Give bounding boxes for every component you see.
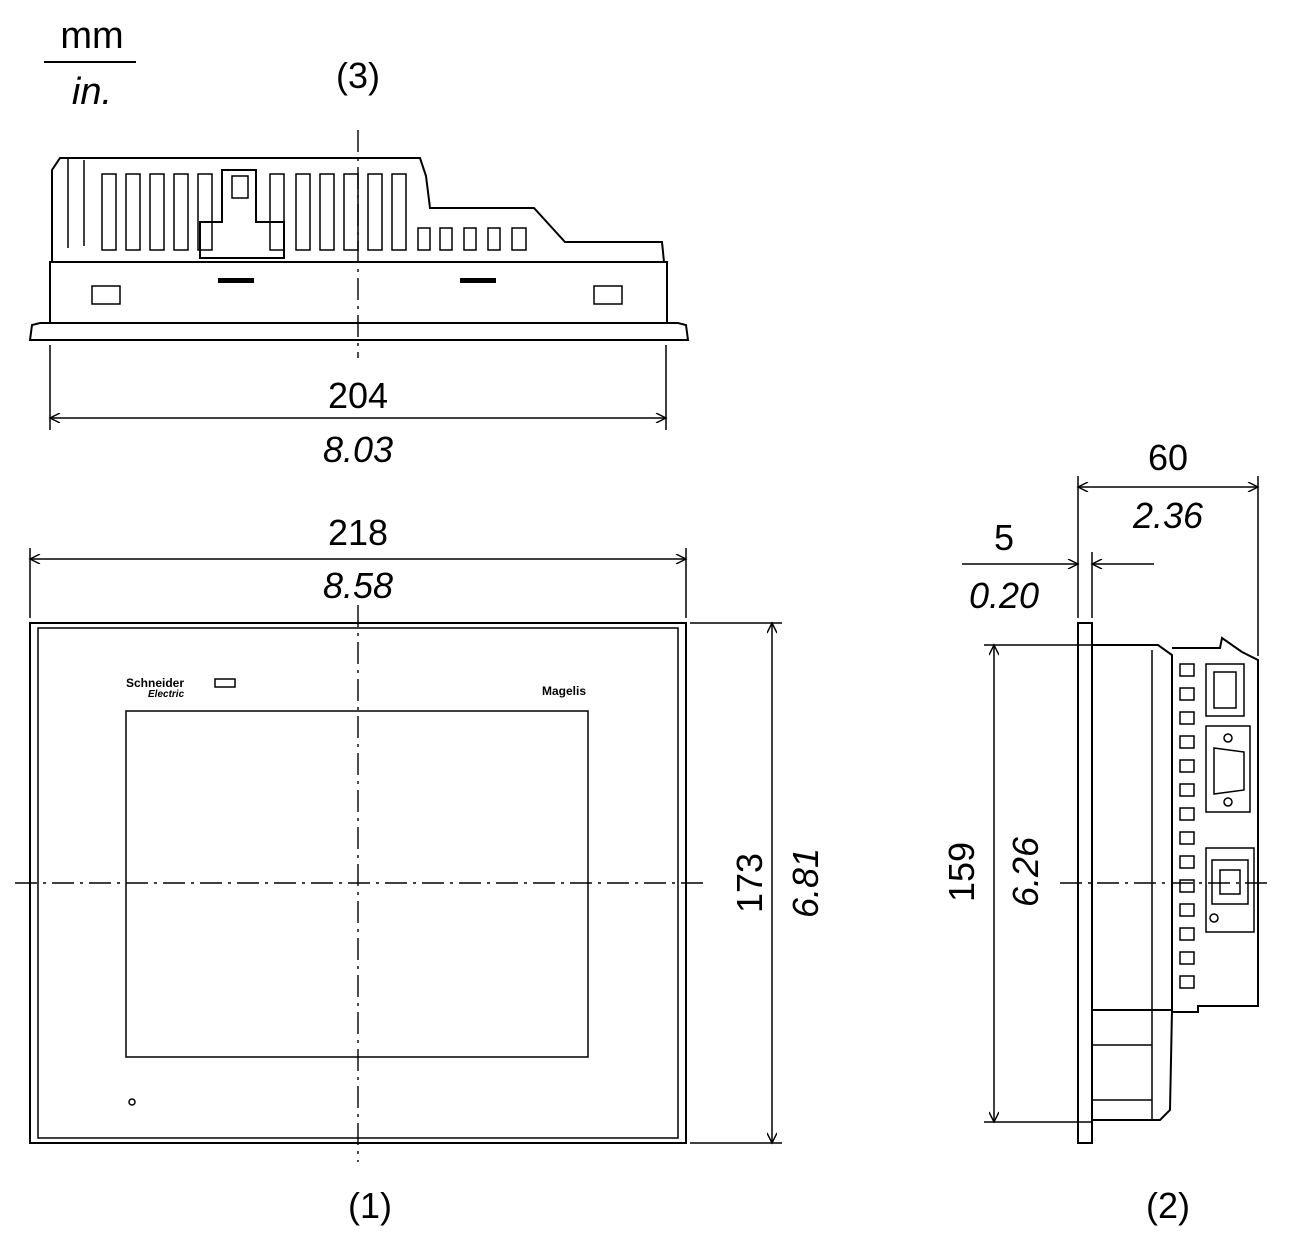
side-view: 60 2.36 5 0.20 159 6.26 <box>941 437 1272 1144</box>
usb-port-inner <box>1213 671 1237 709</box>
top-view-slot-right <box>460 278 496 283</box>
dim-bezel-depth-in: 0.20 <box>969 575 1039 616</box>
dim-front-width-in: 8.58 <box>323 565 393 606</box>
unit-imperial-label: in. <box>72 71 112 113</box>
serial-port-screw <box>1223 733 1233 743</box>
dim-top-width-in: 8.03 <box>323 429 393 470</box>
serial-port-shell <box>1213 747 1245 795</box>
status-led-icon <box>128 1098 136 1106</box>
dim-front-width-mm: 218 <box>328 512 388 553</box>
top-view-vents <box>101 173 407 251</box>
ethernet-port-icon <box>1205 847 1255 933</box>
view-label-top: (3) <box>336 55 380 96</box>
unit-metric-label: mm <box>60 15 123 57</box>
ethernet-port-jack <box>1211 859 1249 905</box>
top-view-upper-housing <box>51 157 665 263</box>
dim-side-height-in: 6.26 <box>1005 836 1046 907</box>
front-view: Schneider Electric Magelis 218 8.58 173 … <box>15 512 826 1162</box>
top-view-latch-right <box>593 285 623 305</box>
brand-maker-name: Schneider <box>126 676 184 690</box>
top-view-bezel-flange <box>28 322 690 341</box>
dim-side-depth-in: 2.36 <box>1132 495 1204 536</box>
brand-maker-subname: Electric <box>148 689 185 700</box>
top-view-mounting-clip <box>199 169 285 259</box>
top-view-latch-left <box>91 285 121 305</box>
side-view-lower-body <box>1091 1009 1173 1121</box>
dim-top-width-mm: 204 <box>328 375 388 416</box>
top-view: 204 8.03 <box>28 130 690 470</box>
top-view-slot-left <box>218 278 254 283</box>
dim-front-height-in: 6.81 <box>785 848 826 918</box>
view-label-side: (2) <box>1146 1185 1190 1226</box>
unit-legend: mm in. <box>44 15 136 113</box>
dim-bezel-depth-mm: 5 <box>994 517 1014 558</box>
ethernet-port-contacts <box>1219 869 1241 895</box>
dim-front-height-mm: 173 <box>729 853 770 913</box>
front-view-display-screen <box>125 710 589 1058</box>
view-label-front: (1) <box>348 1185 392 1226</box>
top-view-clip-latch <box>231 175 249 199</box>
side-view-vents <box>1179 663 1195 989</box>
side-view-rear-housing <box>1172 636 1259 1013</box>
usb-port-icon <box>1205 663 1245 717</box>
serial-port-screw <box>1223 797 1233 807</box>
dim-side-height-mm: 159 <box>941 842 982 902</box>
ground-screw-icon <box>1209 913 1219 923</box>
dim-side-depth-mm: 60 <box>1148 437 1188 478</box>
serial-port-icon <box>1205 725 1251 813</box>
brand-product-name: Magelis <box>542 684 586 698</box>
side-view-body <box>1092 644 1173 1011</box>
brand-logo-box <box>214 678 236 688</box>
top-view-connectors <box>417 227 527 251</box>
